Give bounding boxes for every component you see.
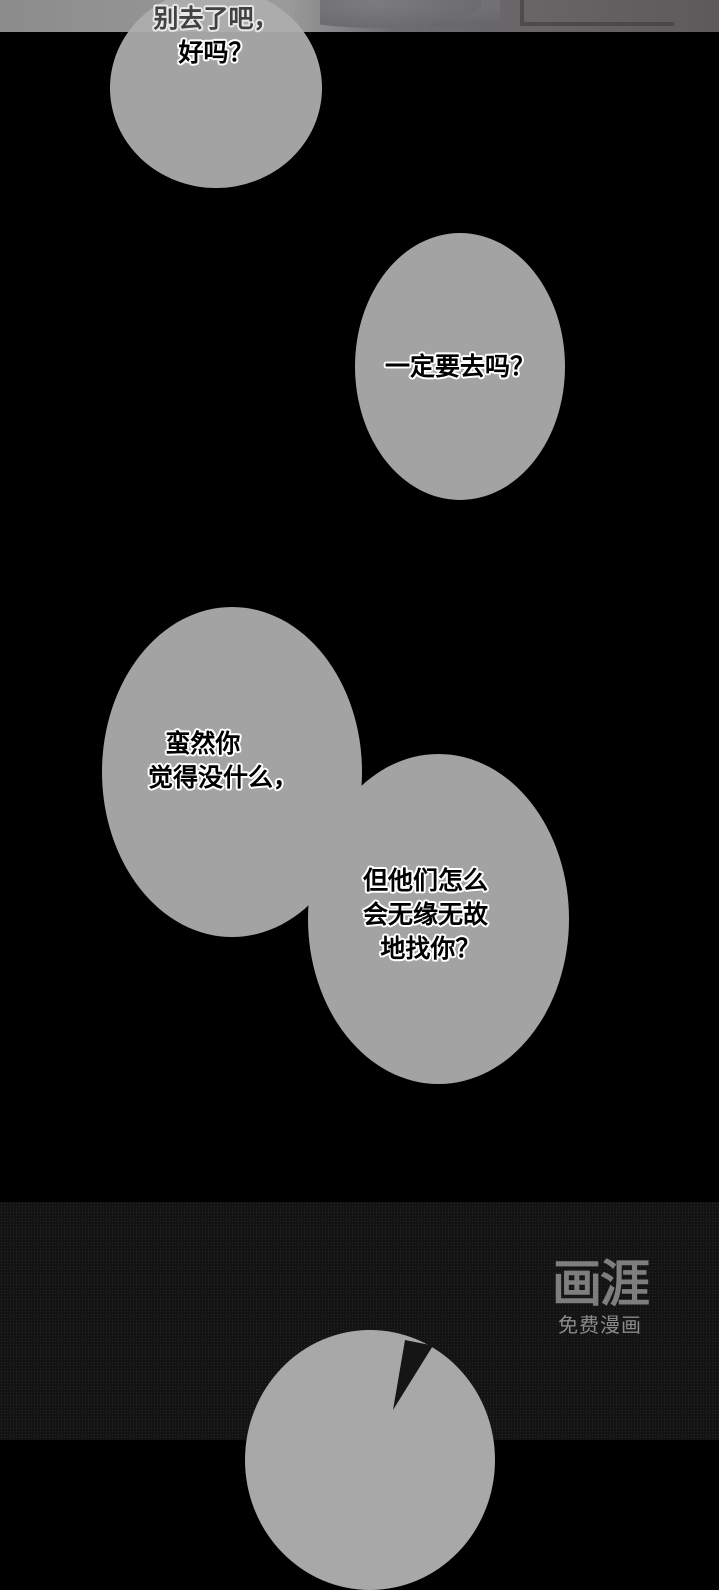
speech-bubble-2: 一定要去吗？ (355, 233, 565, 500)
speech-text-4: 但他们怎么 会无缘无故 地找你？ (363, 866, 489, 963)
speech-bubble-1: 别去了吧， 好吗？ (110, 0, 322, 188)
illustration-marks (520, 0, 674, 26)
speech-text-3: 蛮然你 觉得没什么， (148, 729, 299, 792)
speech-bubble-4: 但他们怎么 会无缘无故 地找你？ (308, 754, 569, 1084)
watermark-logo: 画涯 (552, 1255, 650, 1313)
speech-bubble-bottom-partial (245, 1330, 495, 1590)
speech-text-1: 别去了吧， 好吗？ (153, 4, 279, 67)
bottom-noise-panel (0, 1202, 719, 1440)
speech-text-2: 一定要去吗？ (384, 351, 535, 381)
watermark: 画涯 免费漫画 (538, 1256, 662, 1338)
top-illustration-panel (0, 0, 719, 32)
watermark-subtitle: 免费漫画 (558, 1313, 642, 1337)
illustration-art (320, 0, 500, 32)
